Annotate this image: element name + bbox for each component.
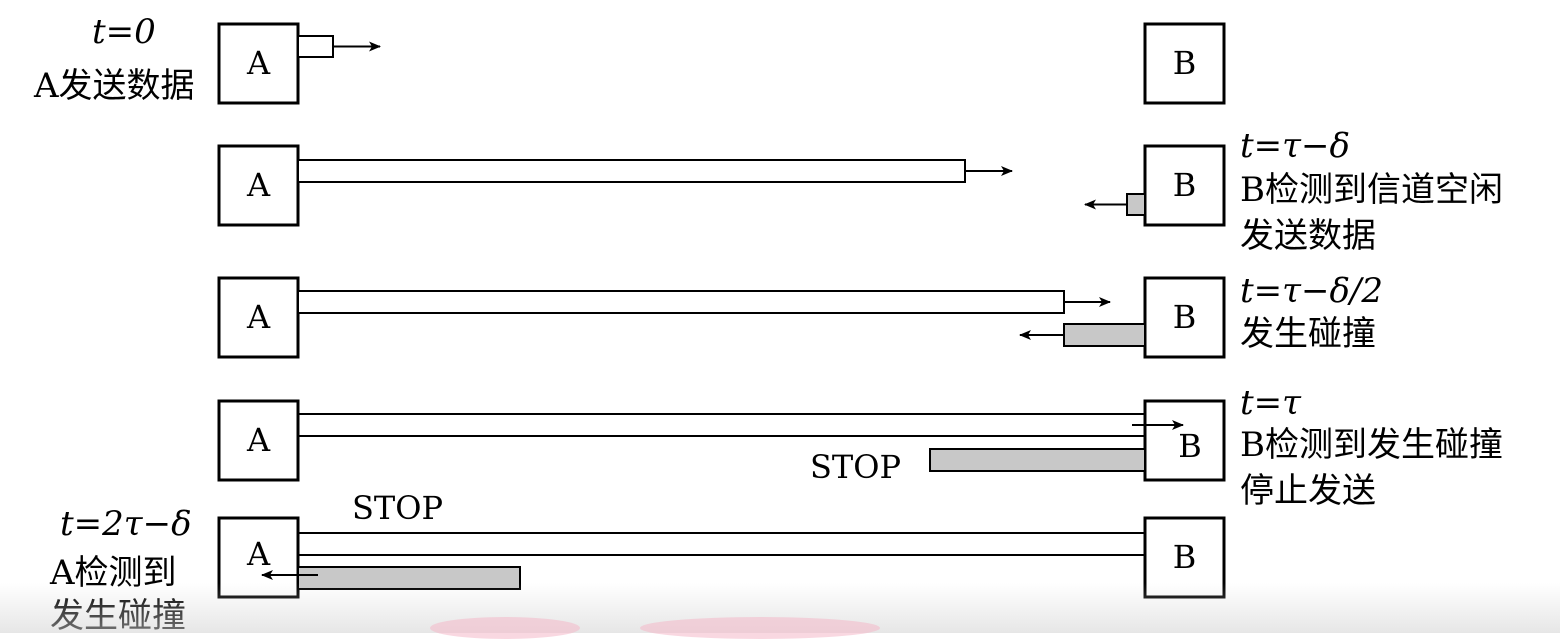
row-2: A B	[217, 144, 1226, 227]
signal-b	[297, 566, 521, 590]
signal-b	[929, 448, 1146, 472]
station-a-box	[217, 276, 300, 359]
station-a-letter: A	[246, 421, 271, 459]
station-b-letter: B	[1178, 427, 1202, 465]
signal-b	[1063, 323, 1146, 347]
row-1: A B	[217, 22, 1226, 105]
station-a-box	[217, 22, 300, 105]
row-1-description: A发送数据	[34, 66, 195, 106]
station-a-letter: A	[246, 44, 271, 82]
station-b-letter: B	[1173, 44, 1197, 82]
row-5-time-label: t=2τ−δ	[60, 504, 192, 544]
signal-a	[297, 159, 966, 183]
row-2-description-line-2: 发送数据	[1240, 216, 1376, 256]
row-4-time-label: t=τ	[1240, 383, 1301, 423]
station-b-box	[1143, 144, 1226, 227]
row-2-description-line-1: B检测到信道空闲	[1240, 170, 1503, 210]
signal-b	[1126, 193, 1146, 216]
signal-a	[297, 35, 334, 58]
signal-a	[297, 290, 1065, 314]
stop-label-a: STOP	[352, 489, 443, 527]
station-b-box	[1143, 22, 1226, 105]
station-a-box	[217, 399, 300, 482]
row-3-time-label: t=τ−δ/2	[1240, 271, 1384, 311]
station-a-letter: A	[246, 535, 271, 573]
row-4: A B STOP	[217, 399, 1226, 486]
row-4-description-line-1: B检测到发生碰撞	[1240, 425, 1503, 465]
stop-label-b: STOP	[810, 448, 901, 486]
station-b-letter: B	[1173, 538, 1197, 576]
station-b-letter: B	[1173, 166, 1197, 204]
row-5-description-line-2: 发生碰撞	[50, 596, 186, 636]
row-5: A B STOP	[217, 489, 1226, 599]
row-3: A B	[217, 276, 1226, 359]
row-2-time-label: t=τ−δ	[1240, 126, 1350, 166]
station-a-letter: A	[246, 298, 271, 336]
station-b-box	[1143, 276, 1226, 359]
row-3-description-line-1: 发生碰撞	[1240, 314, 1376, 354]
row-1-time-label: t=0	[92, 12, 156, 52]
station-a-letter: A	[246, 166, 271, 204]
station-b-letter: B	[1173, 298, 1197, 336]
station-b-box	[1143, 399, 1226, 482]
station-a-box	[217, 144, 300, 227]
row-4-description-line-2: 停止发送	[1240, 471, 1376, 511]
row-5-description-line-1: A检测到	[50, 553, 177, 593]
